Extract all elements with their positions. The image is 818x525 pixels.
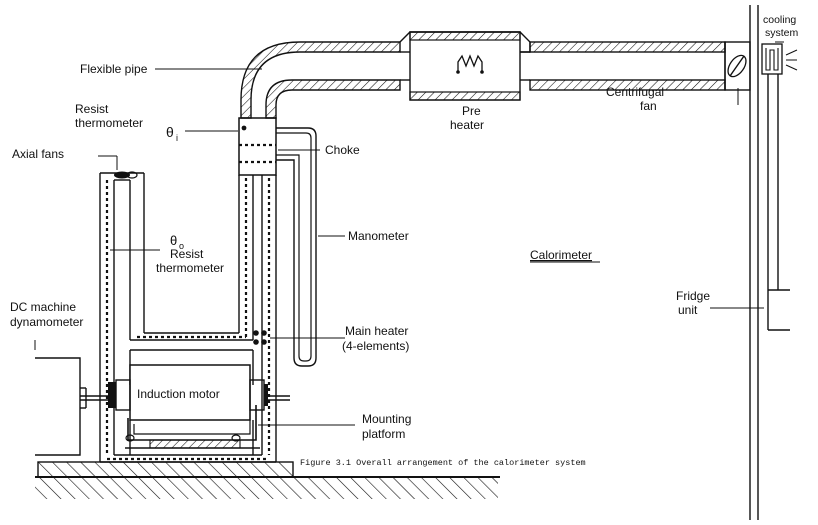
label-resist-thermometer-top-1: Resist [75, 102, 109, 116]
label-mounting-platform-1: Mounting [362, 412, 411, 426]
label-choke: Choke [325, 143, 360, 157]
cooling-column [724, 5, 798, 520]
figure-caption: Figure 3.1 Overall arrangement of the ca… [300, 458, 586, 468]
calorimeter-enclosure [99, 171, 277, 463]
leader-lines [98, 68, 764, 426]
floor [35, 461, 500, 499]
label-centrifugal-fan-1: Centrifugal [606, 85, 664, 99]
label-manometer: Manometer [348, 229, 409, 243]
label-main-heater-1: Main heater [345, 324, 408, 338]
label-cooling-system-2: system [765, 27, 799, 39]
label-theta-o-sub: o [179, 241, 184, 251]
dc-machine [34, 340, 87, 456]
label-axial-fans: Axial fans [12, 147, 64, 161]
label-main-heater-2: (4-elements) [342, 339, 409, 353]
label-mounting-platform-2: platform [362, 427, 405, 441]
motor-assembly [80, 364, 290, 449]
label-fridge-unit-2: unit [678, 303, 698, 317]
main-heater-elements [253, 330, 267, 345]
manometer [276, 127, 317, 367]
label-dc-machine-2: dynamometer [10, 315, 83, 329]
label-pre-heater-1: Pre [462, 104, 481, 118]
label-fridge-unit-1: Fridge [676, 289, 710, 303]
label-theta-i: θ [166, 124, 174, 140]
label-resist-thermometer-mid-1: Resist [170, 247, 204, 261]
label-cooling-system-1: cooling [763, 14, 796, 26]
label-theta-i-sub: i [176, 133, 178, 143]
label-theta-o: θ [170, 233, 177, 248]
choke-duct [238, 117, 277, 176]
labels: Flexible pipe Resist thermometer θ i Axi… [10, 14, 799, 468]
label-calorimeter: Calorimeter [530, 248, 592, 262]
label-dc-machine-1: DC machine [10, 300, 76, 314]
label-induction-motor: Induction motor [137, 387, 220, 401]
label-resist-thermometer-top-2: thermometer [75, 116, 143, 130]
label-pre-heater-2: heater [450, 118, 484, 132]
label-flexible-pipe: Flexible pipe [80, 62, 148, 76]
label-centrifugal-fan-2: fan [640, 99, 657, 113]
label-resist-thermometer-mid-2: thermometer [156, 261, 224, 275]
